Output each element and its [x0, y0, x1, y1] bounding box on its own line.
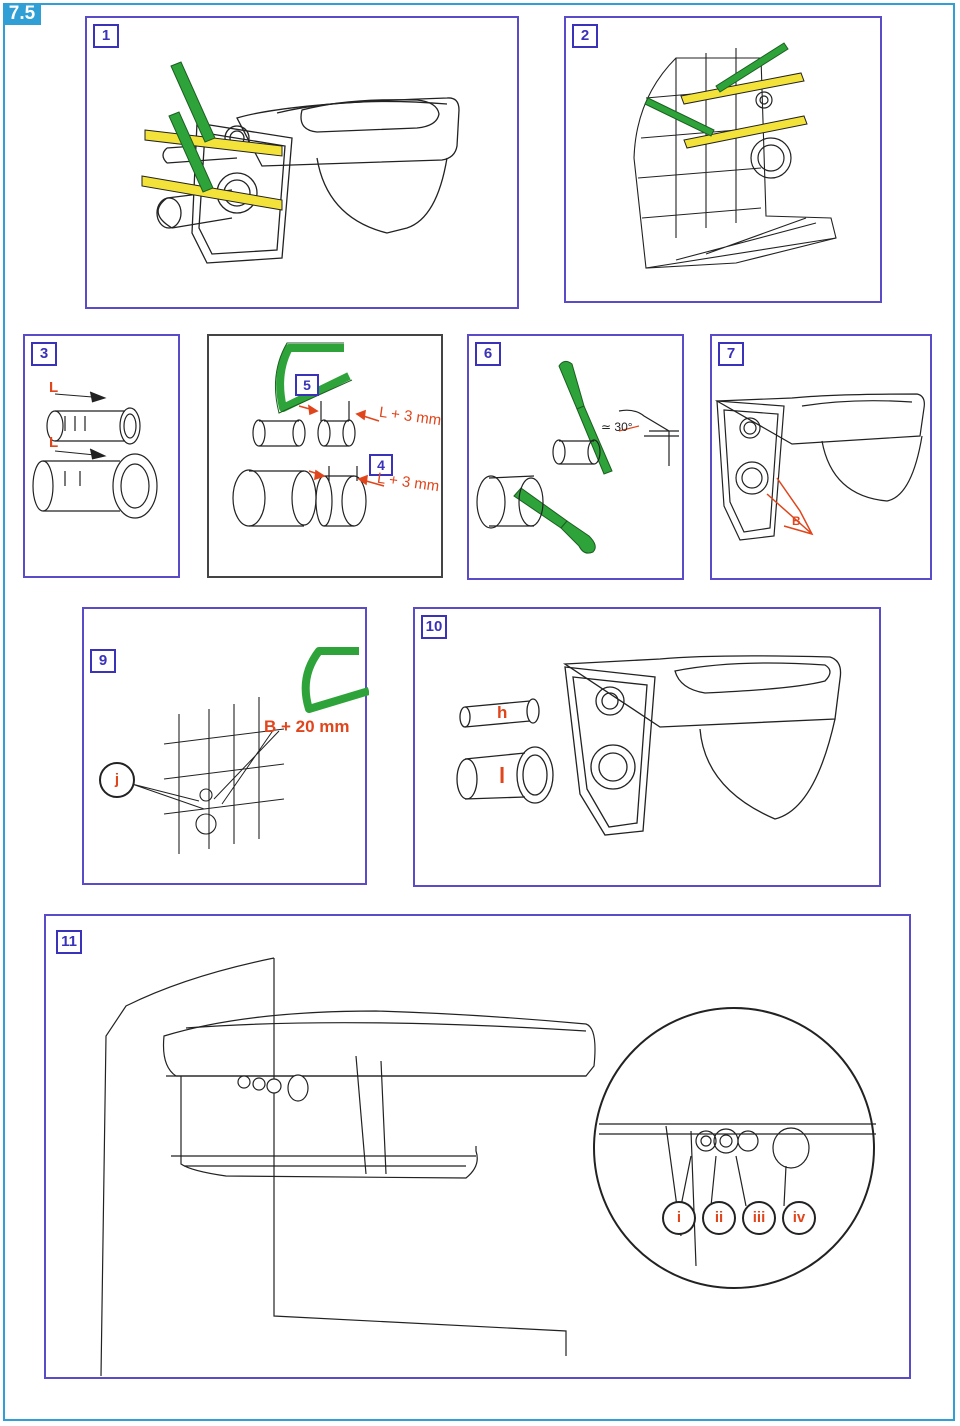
callout-iii: iii: [742, 1201, 776, 1235]
panel-4-5: 5 4 L + 3 mm L + 3 mm: [207, 334, 443, 578]
panel-3: 3 L L: [23, 334, 180, 578]
panel-4-5-drawing: [232, 342, 385, 527]
panel-10-drawing: [456, 655, 842, 836]
callout-i: i: [662, 1201, 696, 1235]
panel-1-number: 1: [93, 24, 119, 48]
section-label: 7.5: [3, 3, 41, 25]
panel-6: 6 ≃ 30°: [467, 334, 684, 580]
panel-1-drawing: [141, 61, 460, 264]
part-label-l: l: [499, 763, 506, 788]
panel-10: 10 h l: [413, 607, 881, 887]
panel-7-number: 7: [718, 342, 744, 366]
panel-9-number: 9: [90, 649, 116, 673]
step-5-tag: 5: [295, 374, 319, 396]
callout-ii: ii: [702, 1201, 736, 1235]
callout-iv: iv: [782, 1201, 816, 1235]
panel-7: 7 B: [710, 334, 932, 580]
panel-3-number: 3: [31, 342, 57, 366]
panel-6-drawing: [476, 360, 679, 554]
length-label-bottom: L: [49, 434, 59, 451]
panel-11-number: 11: [56, 930, 82, 954]
angle-label: ≃ 30°: [601, 420, 633, 434]
panel-11: 11 i ii iii iv: [44, 914, 911, 1379]
panel-1: 1: [85, 16, 519, 309]
panel-11-drawing: [100, 957, 876, 1377]
panel-7-drawing: [714, 393, 925, 541]
panel-2-drawing: [633, 42, 837, 269]
step-4-tag: 4: [369, 454, 393, 476]
panel-10-number: 10: [421, 615, 447, 639]
callout-j: j: [99, 762, 135, 798]
panel-9: 9 B + 20 mm j: [82, 607, 369, 885]
measure-label-b-plus-20: B + 20 mm: [264, 717, 350, 736]
length-label-top: L: [49, 379, 59, 396]
part-label-h: h: [497, 703, 508, 722]
panel-2-number: 2: [572, 24, 598, 48]
panel-3-drawing: [32, 391, 158, 519]
panel-2: 2: [564, 16, 882, 303]
panel-9-drawing: [131, 647, 369, 854]
page-frame: [3, 3, 955, 1421]
dimension-label-b: B: [792, 514, 801, 528]
panel-6-number: 6: [475, 342, 501, 366]
